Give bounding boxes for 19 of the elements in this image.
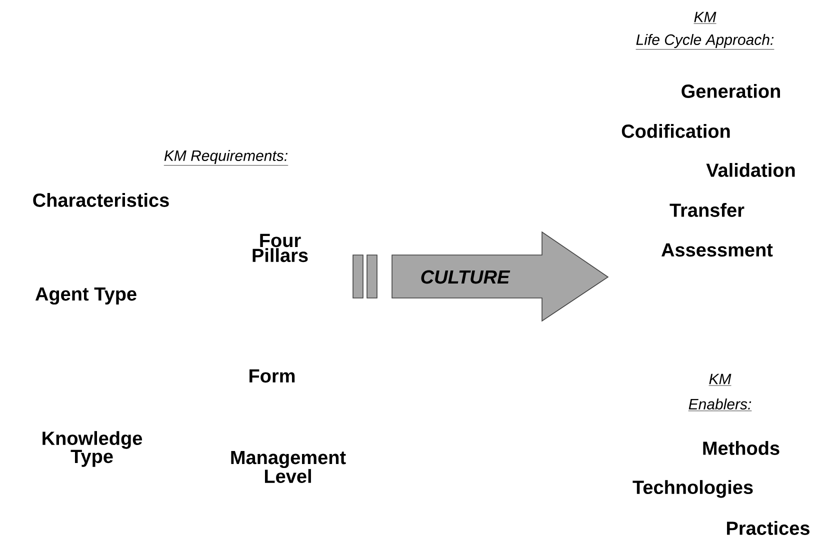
item-label: Form (250, 369, 295, 383)
item-label: Assessment (662, 243, 773, 257)
item-label: Validation (706, 163, 795, 177)
item-label: Characteristics (33, 193, 169, 207)
item-label: Management Level (231, 450, 346, 483)
item-label: Practices (727, 521, 810, 535)
item-label: Generation (682, 84, 780, 98)
item-label: Technologies (632, 480, 753, 498)
item-label: Agent Type (35, 287, 136, 305)
heading-text: Enablers: (688, 398, 752, 412)
heading-text: KM (708, 374, 732, 386)
item-label: Transfer (670, 203, 744, 217)
item-label: Methods (703, 441, 780, 455)
item-label: Codification (622, 124, 730, 138)
heading-text: KM (694, 12, 716, 24)
item-label: Four Pillars (252, 234, 308, 262)
heading-text: KM Requirements: (164, 150, 288, 166)
item-label: Knowledge Type (42, 431, 142, 467)
heading-text: Life Cycle Approach: (636, 34, 774, 50)
